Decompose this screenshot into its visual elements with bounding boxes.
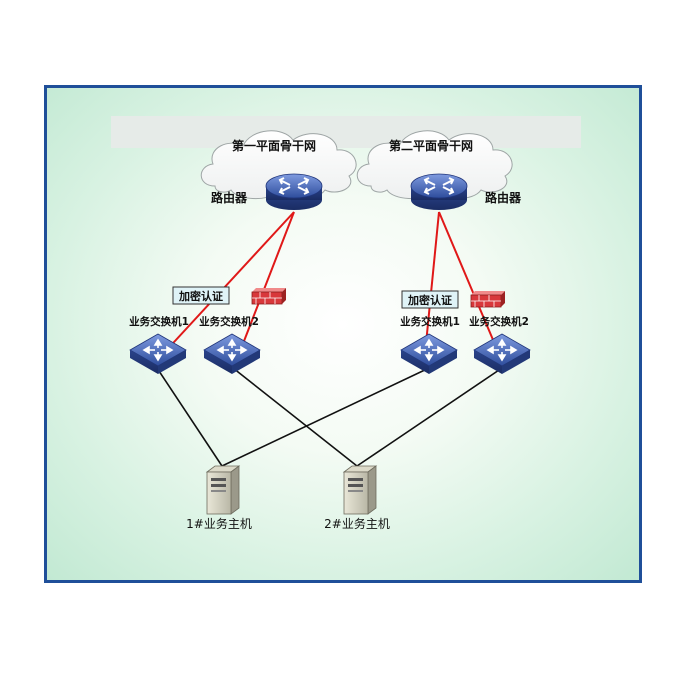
switch-label-1: 业务交换机1 xyxy=(129,315,189,328)
router-icon xyxy=(410,173,468,210)
encryption-badge: 加密认证 xyxy=(172,286,230,305)
cloud-icon: 第二平面骨干网 xyxy=(356,130,513,199)
switch-icon xyxy=(203,333,261,374)
svg-text:加密认证: 加密认证 xyxy=(178,289,223,303)
uplink-line xyxy=(162,211,295,355)
encryption-badge: 加密认证 xyxy=(401,290,459,309)
server-icon xyxy=(342,465,378,515)
switch-label-3: 业务交换机1 xyxy=(400,315,460,328)
switch-label-4: 业务交换机2 xyxy=(469,315,529,328)
svg-text:加密认证: 加密认证 xyxy=(407,293,452,307)
uplink-line xyxy=(238,211,295,355)
cloud-label-2: 第二平面骨干网 xyxy=(389,138,473,153)
uplink-line xyxy=(438,211,500,355)
diagram-frame: 第一平面骨干网 第二平面骨干网 路由器 xyxy=(44,85,642,583)
network-diagram: 第一平面骨干网 第二平面骨干网 路由器 xyxy=(111,116,581,531)
switch-label-2: 业务交换机2 xyxy=(199,315,259,328)
downlink-line xyxy=(232,367,358,467)
switch-icon xyxy=(129,333,187,374)
uplink-line xyxy=(424,211,440,355)
downlink-line xyxy=(356,367,503,467)
cloud-label-1: 第一平面骨干网 xyxy=(232,138,316,153)
host-label-2: 2#业务主机 xyxy=(324,516,390,531)
firewall-icon xyxy=(470,291,505,308)
switch-icon xyxy=(400,333,458,374)
downlink-line xyxy=(221,367,430,467)
firewall-icon xyxy=(251,288,286,305)
downlink-line xyxy=(156,367,223,467)
header-band xyxy=(111,116,581,148)
downlinks xyxy=(156,367,503,467)
router-label-1: 路由器 xyxy=(211,190,248,205)
router-label-2: 路由器 xyxy=(485,190,522,205)
host-label-1: 1#业务主机 xyxy=(186,516,252,531)
switch-icon xyxy=(473,333,531,374)
uplinks xyxy=(162,211,500,355)
router-icon xyxy=(265,173,323,210)
server-icon xyxy=(205,465,241,515)
